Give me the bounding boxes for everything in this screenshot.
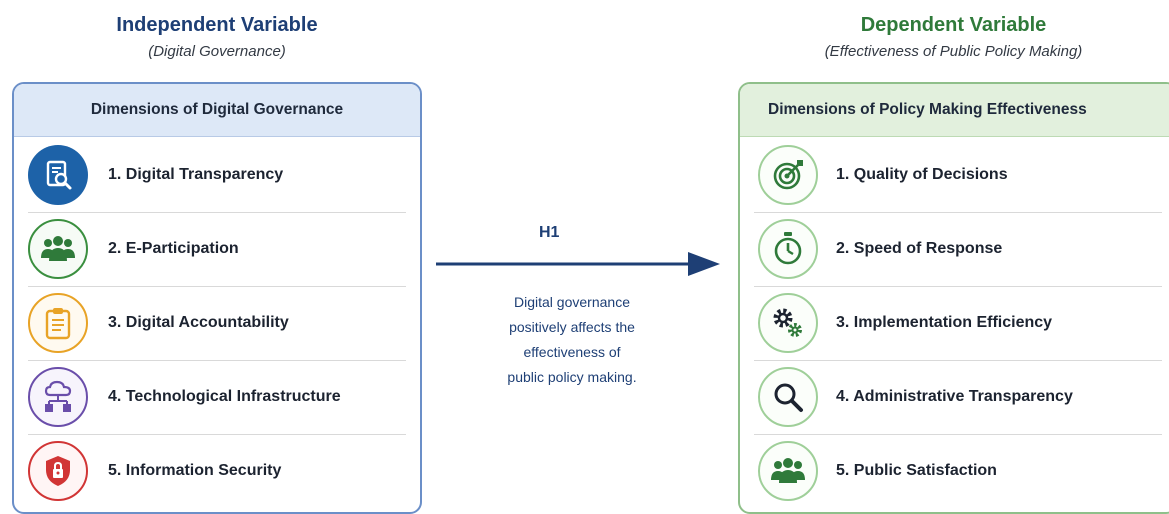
divider: [28, 212, 406, 213]
dependent-variable-title: Dependent Variable: [860, 14, 1047, 36]
item-label: 1. Quality of Decisions: [836, 166, 1008, 183]
independent-variable-header: Independent Variable (Digital Governance…: [12, 14, 422, 60]
hypothesis-line: Digital governance: [514, 294, 630, 310]
list-item-quality-of-decisions: 1. Quality of Decisions: [740, 138, 1169, 212]
stopwatch-icon: [758, 219, 818, 279]
hypothesis-arrow: [436, 252, 720, 276]
clipboard-checklist-icon: [28, 293, 88, 353]
independent-variable-subtitle: (Digital Governance): [148, 43, 286, 60]
hypothesis-statement: Digital governance positively affects th…: [472, 290, 672, 390]
item-label: 2. E-Participation: [108, 240, 239, 257]
people-group-icon: [758, 441, 818, 501]
list-item-digital-transparency: 1. Digital Transparency: [14, 138, 420, 212]
list-item-information-security: 5. Information Security: [14, 434, 420, 508]
dependent-variable-subtitle: (Effectiveness of Public Policy Making): [824, 43, 1083, 60]
divider: [754, 212, 1162, 213]
people-group-icon: [28, 219, 88, 279]
item-label: 2. Speed of Response: [836, 240, 1003, 257]
list-item-public-satisfaction: 5. Public Satisfaction: [740, 434, 1169, 508]
divider: [28, 360, 406, 361]
item-label: 1. Digital Transparency: [108, 166, 284, 183]
divider: [28, 286, 406, 287]
shield-lock-icon: [28, 441, 88, 501]
divider: [754, 434, 1162, 435]
divider: [28, 434, 406, 435]
independent-variable-title: Independent Variable: [116, 14, 318, 36]
item-label: 3. Implementation Efficiency: [836, 314, 1053, 331]
digital-governance-panel: Dimensions of Digital Governance 1. Digi…: [12, 82, 422, 514]
cloud-network-icon: [28, 367, 88, 427]
hypothesis-line: public policy making.: [507, 369, 637, 385]
list-item-speed-of-response: 2. Speed of Response: [740, 212, 1169, 286]
item-label: 4. Administrative Transparency: [836, 388, 1073, 405]
item-label: 5. Public Satisfaction: [836, 462, 997, 479]
hypothesis-line: positively affects the: [509, 319, 635, 335]
policy-effectiveness-panel-title: Dimensions of Policy Making Effectivenes…: [740, 84, 1169, 137]
divider: [754, 360, 1162, 361]
list-item-implementation-efficiency: 3. Implementation Efficiency: [740, 286, 1169, 360]
list-item-e-participation: 2. E-Participation: [14, 212, 420, 286]
hypothesis-label: H1: [539, 224, 560, 241]
list-item-technological-infrastructure: 4. Technological Infrastructure: [14, 360, 420, 434]
dependent-variable-header: Dependent Variable (Effectiveness of Pub…: [738, 14, 1169, 60]
document-search-icon: [28, 145, 88, 205]
list-item-administrative-transparency: 4. Administrative Transparency: [740, 360, 1169, 434]
target-icon: [758, 145, 818, 205]
policy-effectiveness-panel: Dimensions of Policy Making Effectivenes…: [738, 82, 1169, 514]
divider: [754, 286, 1162, 287]
list-item-digital-accountability: 3. Digital Accountability: [14, 286, 420, 360]
gears-icon: [758, 293, 818, 353]
digital-governance-panel-title: Dimensions of Digital Governance: [14, 84, 420, 137]
item-label: 4. Technological Infrastructure: [108, 388, 341, 405]
magnifier-icon: [758, 367, 818, 427]
item-label: 5. Information Security: [108, 462, 282, 479]
item-label: 3. Digital Accountability: [108, 314, 289, 331]
hypothesis-line: effectiveness of: [523, 344, 621, 360]
